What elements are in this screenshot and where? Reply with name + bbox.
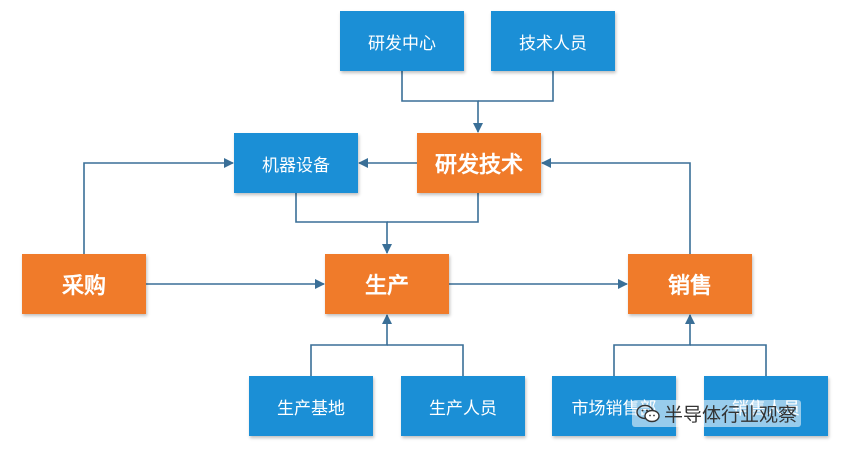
node-rd-tech: 研发技术 <box>417 133 541 193</box>
connector-sales-to-rd-tech <box>541 158 691 254</box>
node-purchase: 采购 <box>22 254 146 314</box>
watermark: 半导体行业观察 <box>632 400 802 427</box>
connector-machinery-to-production <box>295 193 392 254</box>
connector-purchase-to-machinery <box>83 158 234 254</box>
node-prod-staff-label: 生产人员 <box>429 398 497 419</box>
node-prod-staff: 生产人员 <box>401 376 525 436</box>
connector-prod-base-to-production <box>310 314 392 376</box>
connector-rd-center-to-rd-tech <box>401 71 483 133</box>
node-rd-tech-label: 研发技术 <box>434 153 523 178</box>
wechat-icon <box>636 404 660 422</box>
node-rd-center: 研发中心 <box>340 11 464 71</box>
node-purchase-label: 采购 <box>61 274 106 299</box>
node-sales: 销售 <box>628 254 752 314</box>
connector-mkt-dept-to-sales <box>613 314 695 376</box>
node-rd-center-label: 研发中心 <box>368 33 436 54</box>
node-machinery: 机器设备 <box>234 133 358 193</box>
node-production: 生产 <box>325 254 449 314</box>
node-production-label: 生产 <box>364 274 409 299</box>
node-machinery-label: 机器设备 <box>262 155 330 176</box>
node-tech-staff: 技术人员 <box>491 11 615 71</box>
node-prod-base-label: 生产基地 <box>277 398 345 419</box>
watermark-text: 半导体行业观察 <box>664 404 798 426</box>
connector-tech-staff-to-rd-tech <box>478 71 554 102</box>
node-tech-staff-label: 技术人员 <box>519 33 587 54</box>
node-prod-base: 生产基地 <box>249 376 373 436</box>
connector-rd-tech-to-production <box>387 193 479 223</box>
connector-sales-staff-to-sales <box>690 344 767 376</box>
connector-prod-staff-to-production <box>387 344 464 376</box>
node-sales-label: 销售 <box>667 274 712 299</box>
